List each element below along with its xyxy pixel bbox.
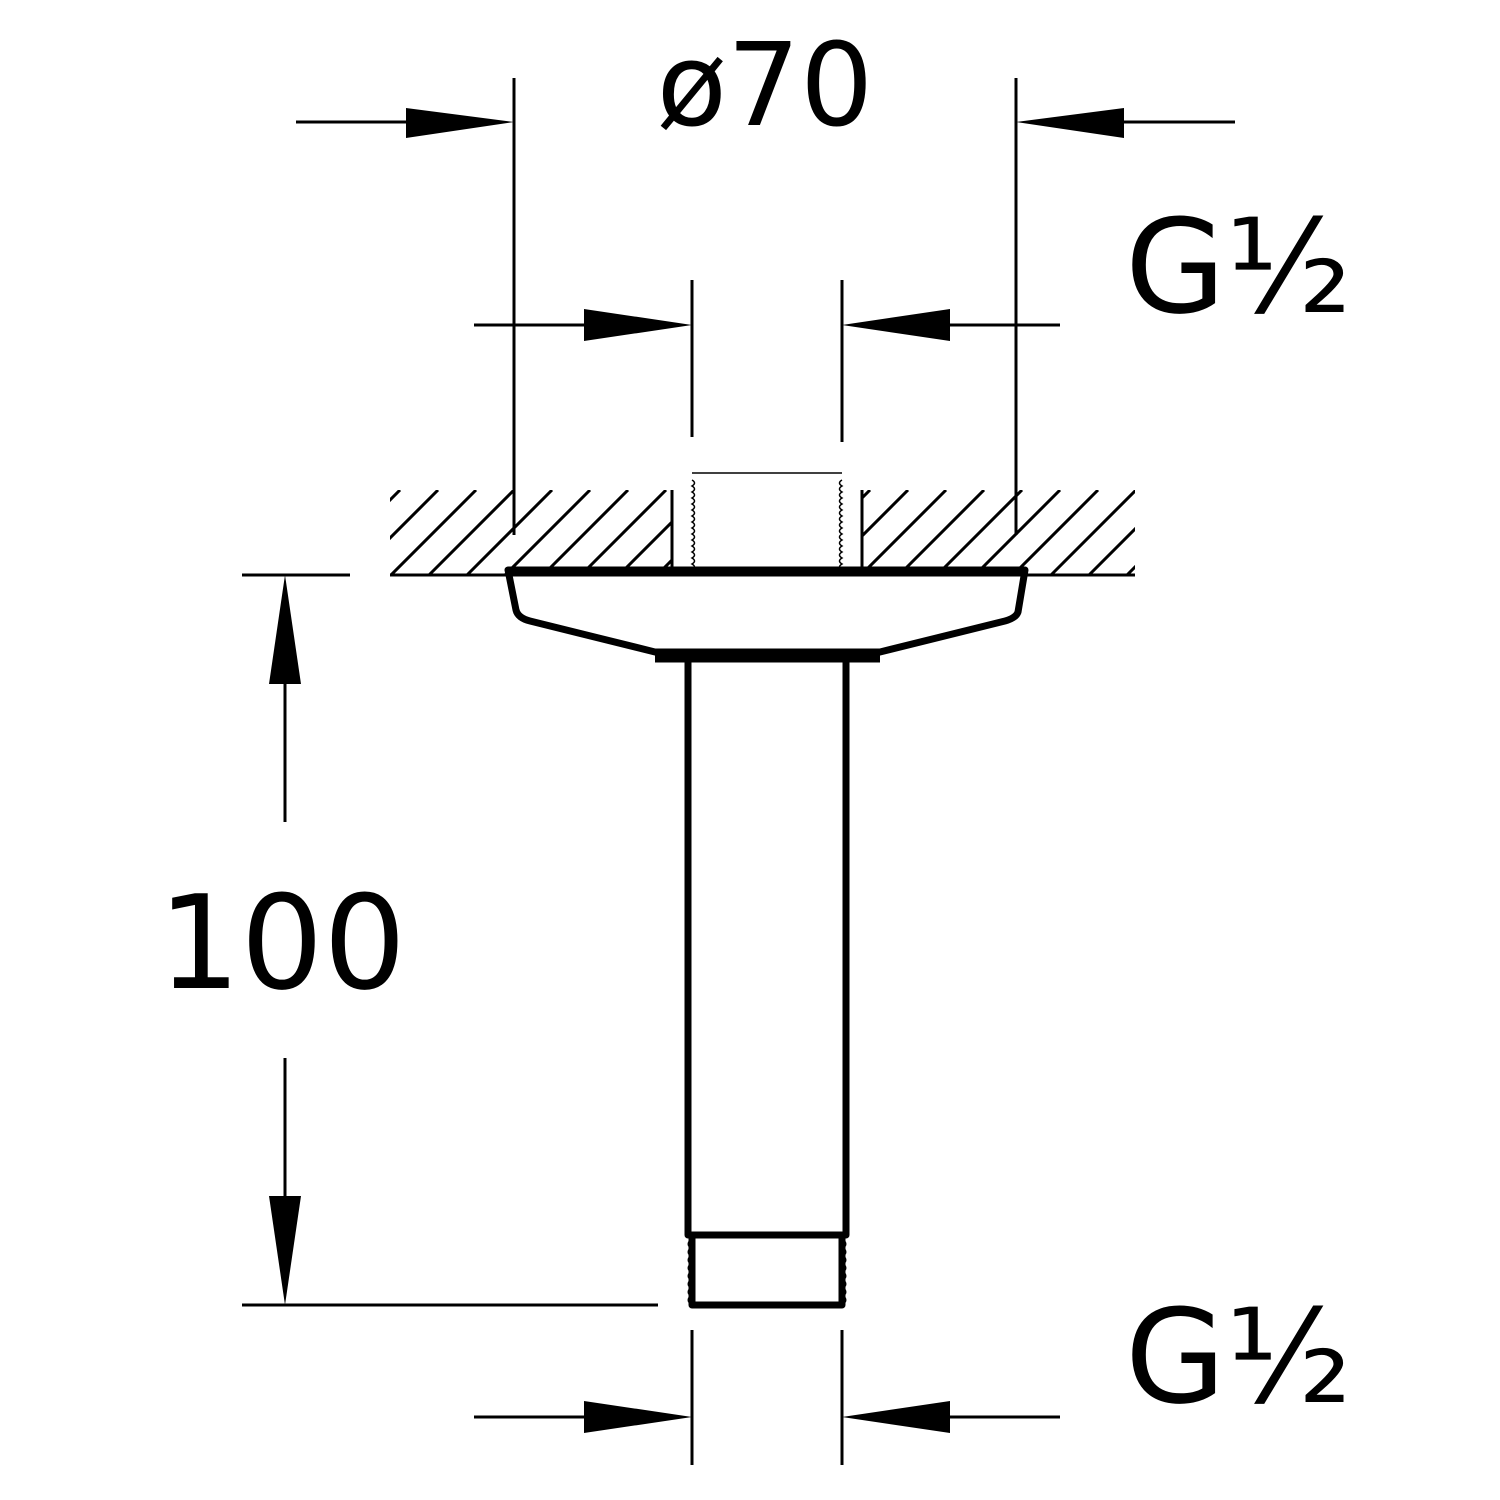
arrow-left-icon — [842, 309, 950, 341]
diameter-label: ø70 — [657, 19, 874, 153]
hatch-line — [617, 519, 672, 575]
hatch-line — [1049, 490, 1135, 575]
pipe — [684, 655, 850, 1239]
hatch-line — [655, 557, 672, 575]
length-label: 100 — [158, 867, 406, 1019]
hatch-line — [862, 490, 910, 539]
arrow-right-icon — [406, 108, 514, 138]
arrow-right-icon — [584, 1401, 692, 1433]
arrow-right-icon — [584, 309, 692, 341]
hatch-line — [541, 490, 630, 575]
hatch-line — [862, 490, 872, 501]
inlet-thread-dimension: G½ — [474, 191, 1352, 442]
diameter-dimension: ø70 — [296, 19, 1235, 535]
hatch-line — [390, 490, 440, 541]
ceiling-section — [390, 472, 1135, 577]
hatch-line — [862, 490, 948, 575]
arrow-up-icon — [269, 575, 301, 684]
inlet-thread-label: G½ — [1125, 191, 1352, 343]
hatch-line — [1125, 564, 1135, 575]
hatch-line — [973, 490, 1062, 575]
hatch-line — [390, 490, 478, 575]
outlet-thread — [688, 1238, 846, 1309]
hatch-line — [465, 490, 554, 575]
arrow-left-icon — [842, 1401, 950, 1433]
hatch-line — [897, 490, 986, 575]
length-dimension: 100 — [158, 573, 658, 1307]
flange — [504, 566, 1029, 656]
arrow-left-icon — [1016, 108, 1124, 138]
hatch-line — [579, 490, 668, 575]
shower-arm — [504, 566, 1029, 1309]
hatch-line — [1011, 490, 1100, 575]
hatch-line — [1087, 526, 1135, 575]
arrow-down-icon — [269, 1196, 301, 1305]
hatch-line — [390, 490, 402, 503]
outlet-thread-dimension: G½ — [474, 1281, 1352, 1465]
hatch-line — [935, 490, 1024, 575]
hatch-line — [427, 490, 516, 575]
hatch-line — [503, 490, 592, 575]
outlet-thread-label: G½ — [1125, 1281, 1352, 1433]
